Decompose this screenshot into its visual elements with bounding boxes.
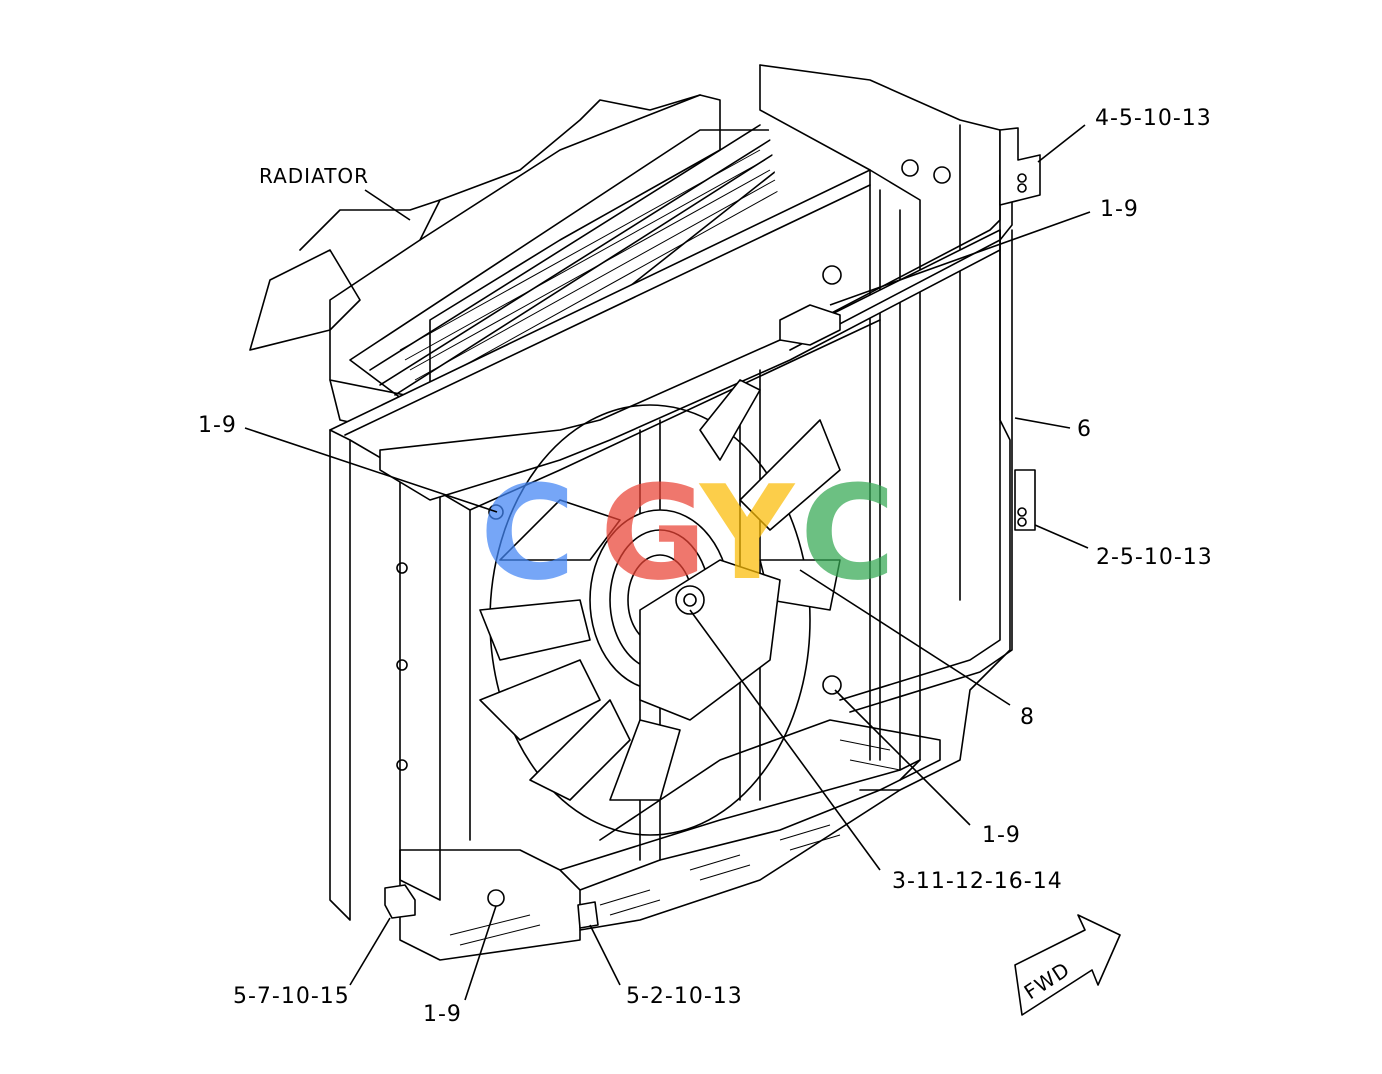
callout-1-9-left: 1-9 [198,413,237,438]
brackets [384,265,842,929]
callout-6: 6 [1077,417,1092,442]
radiator-core [249,94,791,441]
watermark-letter-c2: C [800,457,895,609]
callouts: RADIATOR 4-5-10-13 1-9 1-9 6 2-5-10-13 8… [198,106,1213,1027]
callout-2-5-10-13: 2-5-10-13 [1096,545,1213,570]
radiator-label: RADIATOR [259,164,369,188]
watermark-letter-c1: C [480,457,575,609]
callout-5-7-10-15: 5-7-10-15 [233,984,350,1009]
forward-arrow: FWD [1014,914,1121,1016]
leader-lines [244,124,1091,1001]
bottom-grille [449,719,941,946]
callout-4-5-10-13: 4-5-10-13 [1095,106,1212,131]
callout-1-9-bottom: 1-9 [423,1002,462,1027]
watermark: C G Y C [480,457,895,609]
callout-3-11-12-16-14: 3-11-12-16-14 [892,869,1063,894]
side-tube [779,127,1041,713]
callout-5-2-10-13: 5-2-10-13 [626,984,743,1009]
callout-1-9-upper: 1-9 [1100,197,1139,222]
watermark-letter-g: G [600,457,707,609]
callout-8: 8 [1020,705,1035,730]
fan [479,379,841,836]
callout-1-9-lower: 1-9 [982,823,1021,848]
watermark-letter-y: Y [698,457,796,609]
